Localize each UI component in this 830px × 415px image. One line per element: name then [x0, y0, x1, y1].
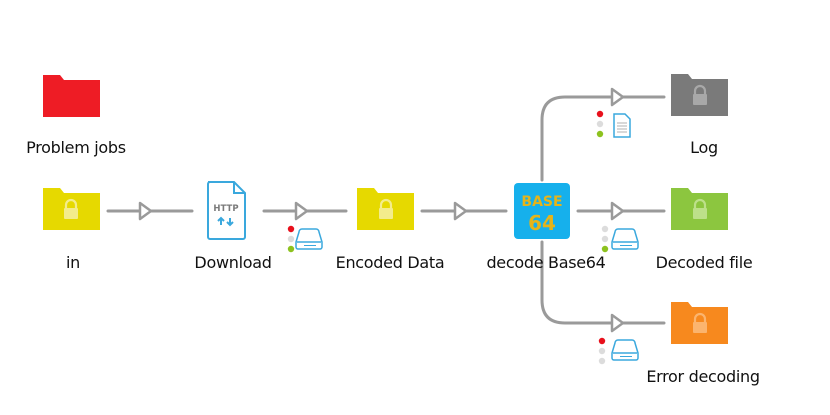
label-download: Download	[194, 253, 272, 272]
base64-decode-icon[interactable]: BASE 64	[514, 183, 570, 239]
label-log: Log	[690, 138, 718, 157]
status-dot-gray	[601, 235, 609, 243]
label-in: in	[66, 253, 80, 272]
connector-decode-error[interactable]	[540, 240, 666, 325]
label-encoded-data: Encoded Data	[335, 253, 445, 272]
status-dot-red	[596, 110, 604, 118]
status-dot-green	[601, 245, 609, 253]
label-error-decoding: Error decoding	[646, 367, 760, 386]
arrow-head	[610, 87, 625, 107]
status-dot-green	[596, 130, 604, 138]
status-dot-red	[598, 337, 606, 345]
arrow-head	[294, 201, 309, 221]
label-decode-base64: decode Base64	[486, 253, 606, 272]
folder-in-icon[interactable]	[43, 188, 100, 230]
http-download-icon[interactable]: HTTP	[207, 181, 246, 240]
label-problem-jobs: Problem jobs	[26, 138, 126, 157]
svg-text:HTTP: HTTP	[213, 204, 238, 214]
drive-filter-icon[interactable]	[611, 228, 639, 250]
arrow-head	[453, 201, 468, 221]
arrow-head	[610, 313, 625, 333]
log-document-filter-icon[interactable]	[613, 113, 631, 138]
drive-filter-icon[interactable]	[611, 339, 639, 361]
connector-decode-log[interactable]	[540, 95, 666, 182]
status-dot-gray	[596, 120, 604, 128]
status-dot-gray	[598, 347, 606, 355]
status-dot-red	[287, 225, 295, 233]
label-decoded-file: Decoded file	[655, 253, 753, 272]
status-dot-green	[287, 245, 295, 253]
status-dot-gray	[287, 235, 295, 243]
status-dot-gray	[598, 357, 606, 365]
drive-filter-icon[interactable]	[295, 228, 323, 250]
arrow-head	[610, 201, 625, 221]
folder-error-decoding-icon[interactable]	[671, 302, 728, 344]
arrow-head	[138, 201, 153, 221]
folder-decoded-file-icon[interactable]	[671, 188, 728, 230]
svg-text:BASE: BASE	[521, 194, 562, 210]
status-dot-gray	[601, 225, 609, 233]
folder-encoded-data-icon[interactable]	[357, 188, 414, 230]
svg-text:64: 64	[528, 211, 556, 235]
folder-problem-jobs-icon[interactable]	[43, 75, 100, 117]
folder-log-icon[interactable]	[671, 74, 728, 116]
